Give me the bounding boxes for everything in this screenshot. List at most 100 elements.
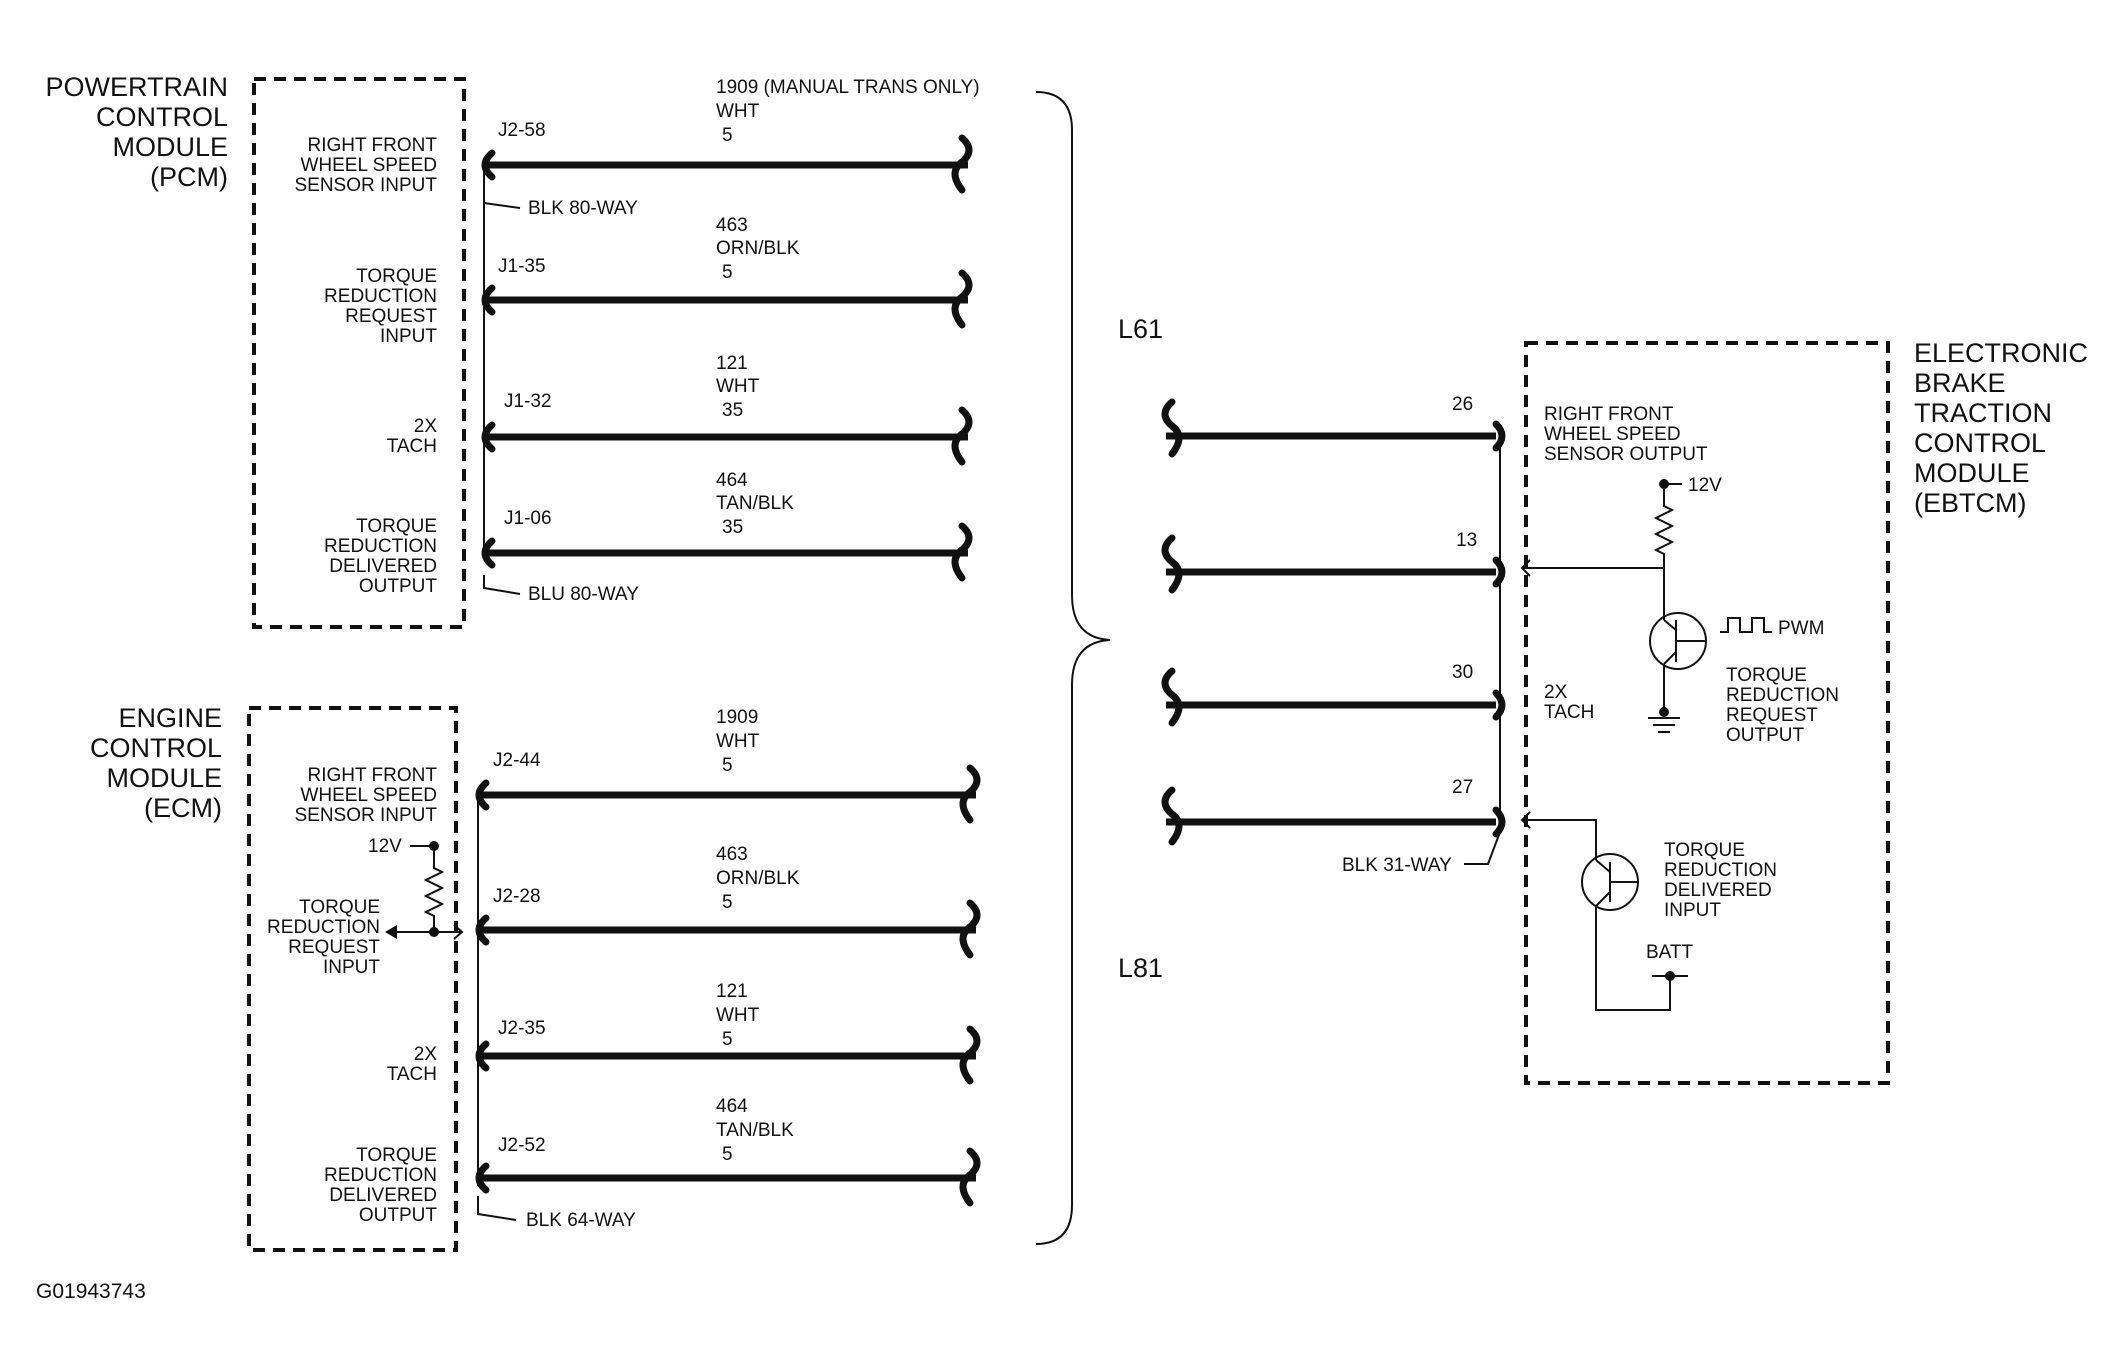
ebtcm-request-output-label-2: REDUCTION bbox=[1726, 685, 1839, 706]
ecm-title-line-2: CONTROL bbox=[90, 733, 222, 763]
ebtcm-pwm-label: PWM bbox=[1778, 618, 1824, 639]
pcm-wire-break bbox=[951, 406, 973, 466]
ecm-gauge: 5 bbox=[722, 892, 733, 913]
ecm-connector-bottom: BLK 64-WAY bbox=[526, 1210, 636, 1231]
pcm-connector-leader-top bbox=[483, 185, 521, 209]
pcm-circuit-464: 464 bbox=[716, 470, 748, 491]
ebtcm-wss-output-label-2: WHEEL SPEED bbox=[1544, 424, 1681, 445]
ecm-color-orn-blk: ORN/BLK bbox=[716, 868, 800, 889]
ebtcm-request-output-label-1: TORQUE bbox=[1726, 665, 1807, 686]
pcm-tach-label-2: TACH bbox=[387, 436, 437, 457]
pcm-gauge: 35 bbox=[722, 400, 743, 421]
pcm-circuit-1909: 1909 (MANUAL TRANS ONLY) bbox=[716, 77, 980, 98]
pcm-wires: J2-58 1909 (MANUAL TRANS ONLY) WHT 5 J1-… bbox=[481, 77, 980, 605]
ecm-wire-break bbox=[959, 899, 981, 959]
pcm-pin-j1-06: J1-06 bbox=[504, 508, 552, 529]
pcm-module: POWERTRAIN CONTROL MODULE (PCM) RIGHT FR… bbox=[45, 72, 466, 629]
pcm-title-line-3: MODULE bbox=[112, 132, 228, 162]
ebtcm-wire-break bbox=[1161, 667, 1183, 727]
ebtcm-pin-hook bbox=[1492, 420, 1506, 452]
ebtcm-tach-label-1: 2X bbox=[1544, 682, 1568, 703]
ebtcm-ground-node bbox=[1659, 707, 1669, 717]
pcm-connector-leader-bottom bbox=[483, 575, 521, 595]
pcm-delivered-output-label-2: REDUCTION bbox=[324, 536, 437, 557]
ecm-wss-input-label-3: SENSOR INPUT bbox=[294, 805, 437, 826]
pcm-gauge: 35 bbox=[722, 517, 743, 538]
ebtcm-delivered-input-label-1: TORQUE bbox=[1664, 840, 1745, 861]
ebtcm-input-transistor-collector bbox=[1595, 859, 1611, 873]
pcm-title-line-2: CONTROL bbox=[96, 102, 228, 132]
option-lower-label: L81 bbox=[1118, 953, 1163, 983]
ecm-module: ENGINE CONTROL MODULE (ECM) RIGHT FRONT … bbox=[90, 703, 464, 1252]
ebtcm-batt-label: BATT bbox=[1646, 942, 1694, 963]
ecm-input-arrow-icon bbox=[453, 924, 464, 940]
ebtcm-delivered-input-label-2: REDUCTION bbox=[1664, 860, 1777, 881]
ebtcm-pin-hook bbox=[1492, 806, 1506, 838]
ebtcm-title-line-5: MODULE bbox=[1914, 458, 2030, 488]
ebtcm-input-transistor-emitter bbox=[1595, 891, 1611, 907]
ecm-tach-label-2: TACH bbox=[387, 1064, 437, 1085]
ebtcm-wss-output-label-3: SENSOR OUTPUT bbox=[1544, 444, 1708, 465]
pcm-pin-j1-32: J1-32 bbox=[504, 391, 552, 412]
ebtcm-pin-30: 30 bbox=[1452, 662, 1473, 683]
pcm-pin-hook bbox=[481, 421, 496, 453]
ecm-pullup-circuit: 12V bbox=[368, 836, 464, 940]
ebtcm-pin-27: 27 bbox=[1452, 777, 1473, 798]
pcm-connector-top: BLK 80-WAY bbox=[528, 198, 638, 219]
pcm-connector-bottom: BLU 80-WAY bbox=[528, 584, 639, 605]
ebtcm-title-line-1: ELECTRONIC bbox=[1914, 338, 2088, 368]
pcm-pin-j2-58: J2-58 bbox=[498, 120, 546, 141]
ecm-resistor-icon bbox=[423, 846, 445, 932]
ecm-wire-break bbox=[959, 764, 981, 824]
pcm-wire-break bbox=[951, 269, 973, 329]
ebtcm-dashed-box bbox=[1524, 341, 1890, 1085]
pcm-color-wht: WHT bbox=[716, 101, 760, 122]
ecm-delivered-output-label-4: OUTPUT bbox=[359, 1205, 438, 1226]
option-upper-label: L61 bbox=[1118, 314, 1163, 344]
ecm-wires: J2-44 1909 WHT 5 J2-28 463 ORN/BLK 5 J2-… bbox=[475, 707, 981, 1231]
ecm-wire-break bbox=[959, 1025, 981, 1085]
option-brace: L61 L81 bbox=[1035, 91, 1163, 1245]
ebtcm-delivered-input-label-3: DELIVERED bbox=[1664, 880, 1772, 901]
ecm-circuit-464: 464 bbox=[716, 1096, 748, 1117]
ebtcm-batt-lead bbox=[1595, 906, 1671, 1011]
pcm-gauge: 5 bbox=[722, 125, 733, 146]
ebtcm-request-output-label-4: OUTPUT bbox=[1726, 725, 1805, 746]
pcm-color-wht: WHT bbox=[716, 376, 760, 397]
ecm-pin-j2-35: J2-35 bbox=[498, 1018, 546, 1039]
ecm-wire-break bbox=[959, 1147, 981, 1207]
ecm-dashed-box bbox=[247, 706, 458, 1252]
pcm-delivered-output-label-3: DELIVERED bbox=[329, 556, 437, 577]
ecm-circuit-121: 121 bbox=[716, 981, 748, 1002]
ebtcm-tach-label-2: TACH bbox=[1544, 702, 1594, 723]
ecm-gauge: 5 bbox=[722, 755, 733, 776]
ebtcm-wire-break bbox=[1161, 398, 1183, 458]
ebtcm-transistor-emitter bbox=[1663, 651, 1677, 665]
pcm-tach-label-1: 2X bbox=[414, 416, 438, 437]
ecm-tach-label-1: 2X bbox=[414, 1044, 438, 1065]
ebtcm-delivered-input-label-4: INPUT bbox=[1664, 900, 1721, 921]
ecm-title-line-1: ENGINE bbox=[118, 703, 222, 733]
ebtcm-title-line-6: (EBTCM) bbox=[1914, 488, 2026, 518]
pcm-request-input-label-2: REDUCTION bbox=[324, 286, 437, 307]
pcm-request-input-label-3: REQUEST bbox=[345, 306, 437, 327]
ebtcm-pin-26: 26 bbox=[1452, 394, 1473, 415]
pcm-wire-break bbox=[951, 134, 973, 194]
ecm-request-input-label-4: INPUT bbox=[323, 957, 380, 978]
curly-brace bbox=[1035, 91, 1111, 1245]
pcm-wss-input-label-1: RIGHT FRONT bbox=[308, 135, 438, 156]
ecm-title-line-4: (ECM) bbox=[144, 793, 222, 823]
pcm-pin-hook bbox=[481, 537, 496, 569]
ebtcm-pullup-voltage: 12V bbox=[1688, 475, 1722, 496]
ecm-delivered-output-label-3: DELIVERED bbox=[329, 1185, 437, 1206]
pcm-title-line-4: (PCM) bbox=[150, 162, 228, 192]
ecm-pin-hook bbox=[475, 779, 490, 811]
pcm-title-line-1: POWERTRAIN bbox=[45, 72, 228, 102]
ecm-delivered-output-label-2: REDUCTION bbox=[324, 1165, 437, 1186]
pcm-delivered-output-label-4: OUTPUT bbox=[359, 576, 438, 597]
ecm-pin-hook bbox=[475, 1040, 490, 1072]
ecm-wss-input-label-1: RIGHT FRONT bbox=[308, 765, 438, 786]
ebtcm-pin-13: 13 bbox=[1456, 530, 1477, 551]
ebtcm-wire-break bbox=[1161, 786, 1183, 846]
ebtcm-pin-hook bbox=[1492, 556, 1506, 588]
